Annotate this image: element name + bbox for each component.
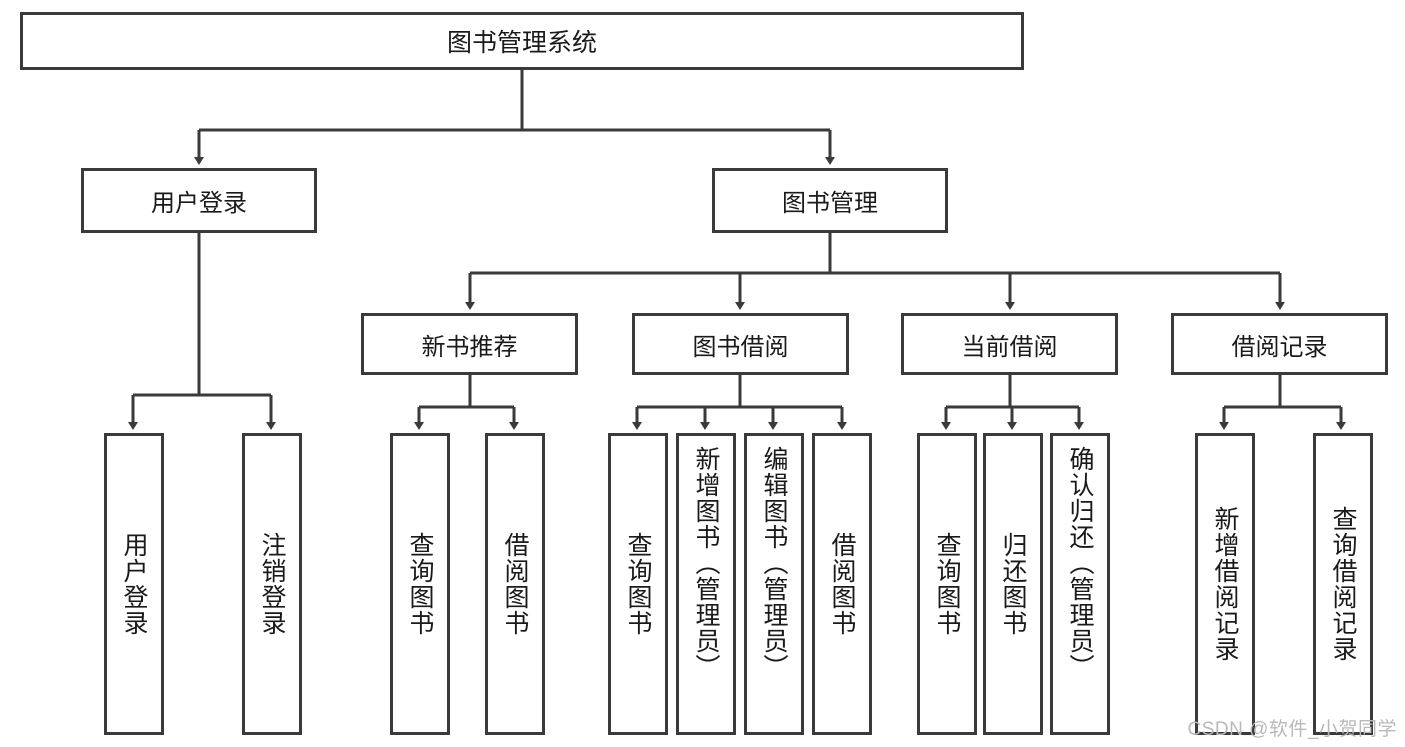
leaf-query-book-borrow[interactable]: 查询图书 (608, 433, 668, 735)
leaf-confirm-return-admin[interactable]: 确认归还（管理员） (1050, 433, 1110, 735)
node-book-management[interactable]: 图书管理 (712, 168, 948, 233)
leaf-label: 借阅图书 (828, 532, 856, 636)
leaf-logout[interactable]: 注销登录 (242, 433, 302, 735)
leaf-label: 查询借阅记录 (1329, 506, 1357, 662)
node-label: 图书管理系统 (446, 29, 597, 57)
leaf-query-book-new[interactable]: 查询图书 (390, 433, 450, 735)
leaf-label: 注销登录 (258, 532, 286, 636)
leaf-borrow-book[interactable]: 借阅图书 (812, 433, 872, 735)
leaf-label: 编辑图书（管理员） (760, 446, 788, 680)
leaf-label: 查询图书 (624, 532, 652, 636)
leaf-label: 借阅图书 (501, 532, 529, 636)
watermark: CSDN @软件_小贺同学 (1187, 719, 1397, 740)
leaf-query-borrow-record[interactable]: 查询借阅记录 (1313, 433, 1373, 735)
node-label: 用户登录 (151, 190, 247, 217)
node-borrow-records[interactable]: 借阅记录 (1171, 313, 1388, 375)
node-label: 当前借阅 (961, 333, 1058, 361)
leaf-label: 归还图书 (999, 532, 1027, 636)
node-current-borrowing[interactable]: 当前借阅 (901, 313, 1118, 375)
leaf-label: 查询图书 (933, 532, 961, 636)
node-label: 新书推荐 (421, 333, 518, 361)
leaf-label: 查询图书 (406, 532, 434, 636)
leaf-label: 新增图书（管理员） (692, 446, 720, 680)
node-label: 借阅记录 (1231, 333, 1328, 361)
node-user-login[interactable]: 用户登录 (81, 168, 317, 233)
node-new-book-recommendation[interactable]: 新书推荐 (361, 313, 578, 375)
node-root-system[interactable]: 图书管理系统 (20, 12, 1024, 70)
leaf-edit-book-admin[interactable]: 编辑图书（管理员） (744, 433, 804, 735)
leaf-return-book[interactable]: 归还图书 (983, 433, 1043, 735)
node-label: 图书借阅 (692, 333, 789, 361)
node-book-borrowing[interactable]: 图书借阅 (632, 313, 849, 375)
leaf-borrow-book-new[interactable]: 借阅图书 (485, 433, 545, 735)
leaf-add-borrow-record[interactable]: 新增借阅记录 (1195, 433, 1255, 735)
leaf-label: 确认归还（管理员） (1066, 446, 1094, 680)
leaf-label: 用户登录 (120, 532, 148, 636)
node-label: 图书管理 (782, 190, 878, 217)
leaf-user-login[interactable]: 用户登录 (104, 433, 164, 735)
leaf-query-book-current[interactable]: 查询图书 (917, 433, 977, 735)
leaf-label: 新增借阅记录 (1211, 506, 1239, 662)
leaf-add-book-admin[interactable]: 新增图书（管理员） (676, 433, 736, 735)
